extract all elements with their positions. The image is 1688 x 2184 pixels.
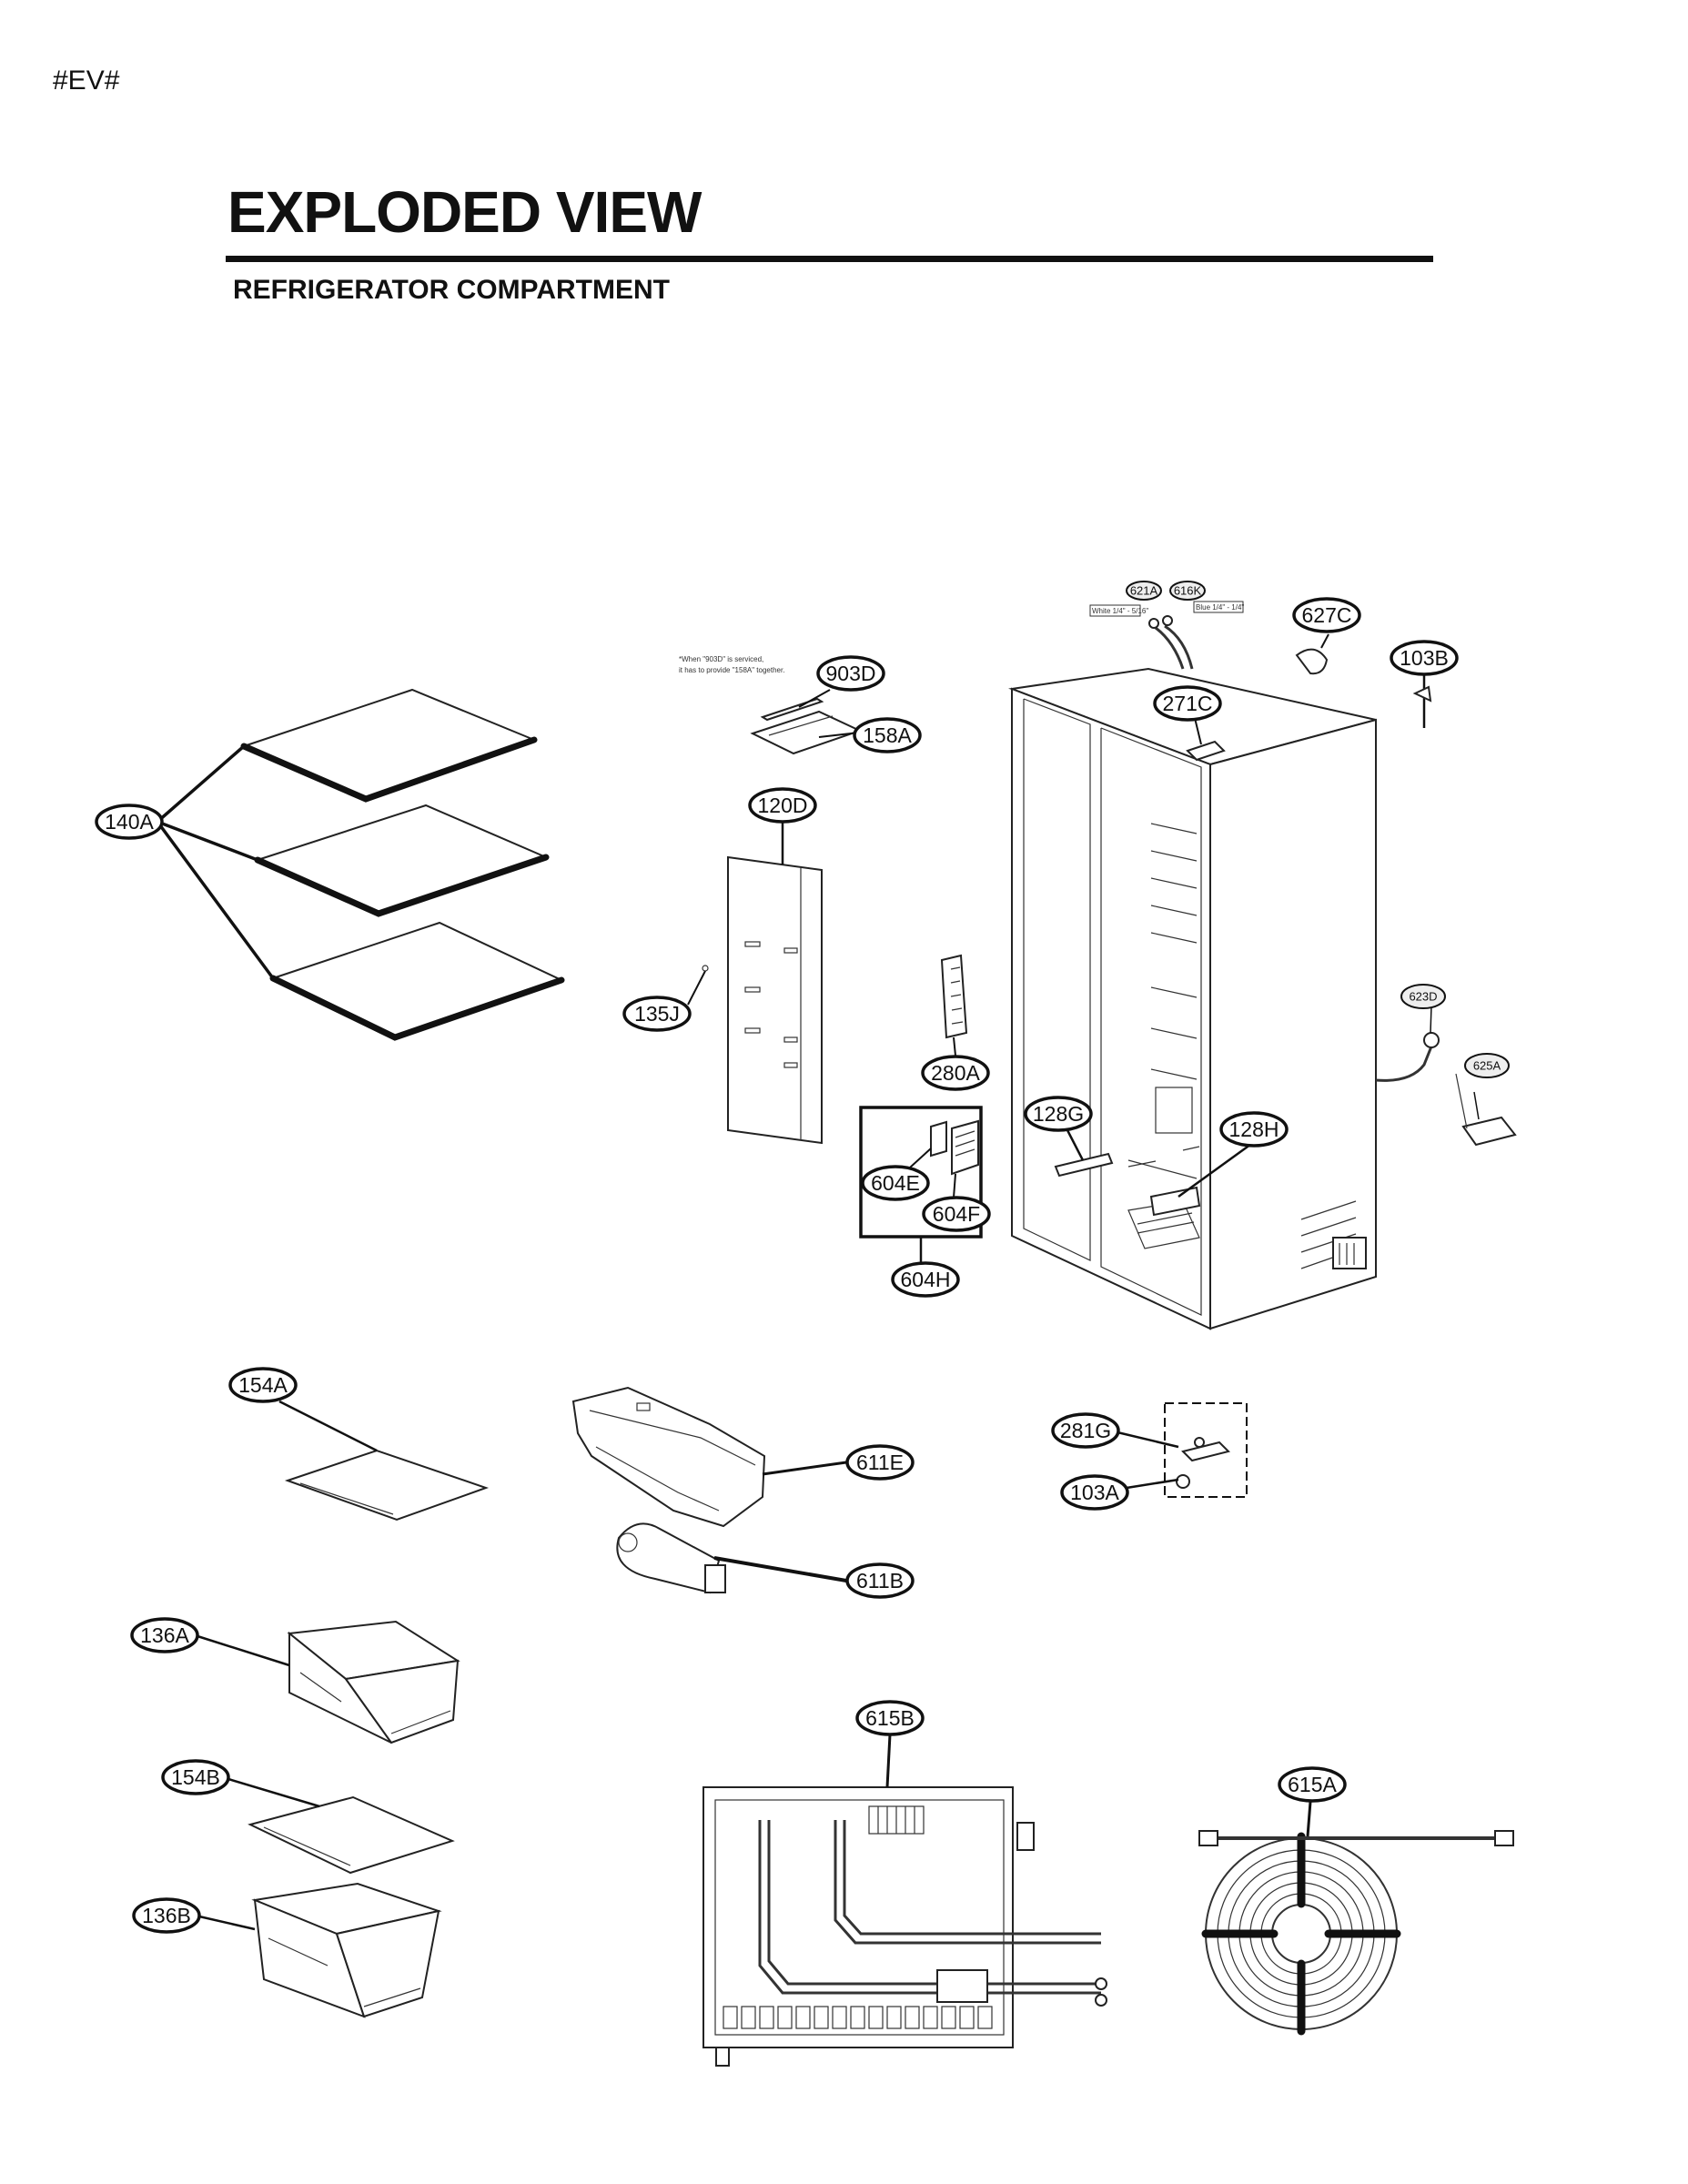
filter-housing-611E-drawing <box>571 1386 847 1528</box>
callout-604E: 604E <box>861 1165 930 1201</box>
leaders-cabinet <box>1065 1127 1255 1198</box>
leader-140A <box>156 744 275 980</box>
filter-611B-drawing <box>616 1522 847 1594</box>
svg-text:611E: 611E <box>856 1451 904 1474</box>
svg-text:158A: 158A <box>863 723 912 747</box>
callout-616K: 616K <box>1169 581 1206 601</box>
svg-text:128H: 128H <box>1229 1117 1279 1141</box>
rear-panel-120D-drawing <box>727 822 823 1145</box>
page-subtitle: REFRIGERATOR COMPARTMENT <box>233 275 670 305</box>
glass-shelves-drawing <box>240 688 565 1041</box>
svg-text:281G: 281G <box>1060 1419 1111 1442</box>
callout-615B: 615B <box>855 1700 925 1736</box>
tubes-621A-616K-drawing: White 1/4" - 5/16" Blue 1/4" - 1/4" <box>1089 601 1244 670</box>
filter-head-615B-slots <box>723 2006 993 2029</box>
svg-text:604H: 604H <box>901 1268 951 1291</box>
callout-604F: 604F <box>922 1196 991 1232</box>
cabinet-drawing <box>1008 667 1377 1330</box>
hinge-271C-drawing <box>1194 717 1202 745</box>
callout-280A: 280A <box>921 1055 990 1091</box>
svg-text:615B: 615B <box>865 1706 915 1730</box>
service-note-line1: *When "903D" is serviced, <box>679 655 763 663</box>
svg-text:627C: 627C <box>1302 603 1352 627</box>
callout-615A: 615A <box>1278 1766 1347 1803</box>
cover-154A-drawing <box>278 1400 490 1522</box>
screw-135J-drawing <box>687 965 709 1006</box>
svg-text:135J: 135J <box>634 1002 680 1026</box>
svg-text:136B: 136B <box>142 1904 191 1927</box>
svg-text:615A: 615A <box>1288 1773 1337 1796</box>
svg-text:103B: 103B <box>1400 646 1449 670</box>
cover-154B-drawing <box>227 1777 455 1875</box>
svg-text:903D: 903D <box>826 662 876 685</box>
svg-text:621A: 621A <box>1130 584 1158 598</box>
callout-611B: 611B <box>845 1562 915 1599</box>
callout-604H: 604H <box>891 1261 960 1298</box>
service-note-line2: it has to provide "158A" together. <box>679 666 784 674</box>
callout-158A: 158A <box>853 717 922 753</box>
page-title: EXPLODED VIEW <box>227 179 702 245</box>
callout-625A: 625A <box>1464 1053 1510 1078</box>
callout-103B: 103B <box>1390 640 1459 676</box>
callout-281G: 281G <box>1051 1412 1120 1449</box>
callout-611E: 611E <box>845 1444 915 1481</box>
module-625A-drawing <box>1455 1073 1517 1147</box>
svg-text:128G: 128G <box>1033 1102 1084 1126</box>
callout-621A: 621A <box>1126 581 1162 601</box>
drawer-136B-drawing <box>198 1882 442 2018</box>
svg-text:280A: 280A <box>931 1061 980 1085</box>
tube-blue-label: Blue 1/4" - 1/4" <box>1196 603 1244 612</box>
tube-white-label: White 1/4" - 5/16" <box>1092 607 1148 615</box>
svg-text:611B: 611B <box>856 1569 904 1592</box>
svg-text:120D: 120D <box>758 794 808 817</box>
document-tag: #EV# <box>53 66 120 96</box>
svg-text:140A: 140A <box>105 810 154 834</box>
callout-623D: 623D <box>1400 984 1446 1009</box>
callout-120D: 120D <box>748 787 817 824</box>
valve-623D-drawing <box>1375 1005 1440 1082</box>
svg-text:271C: 271C <box>1163 692 1213 715</box>
callout-136A: 136A <box>130 1617 199 1653</box>
callout-627C: 627C <box>1292 597 1361 633</box>
callout-271C: 271C <box>1153 685 1222 722</box>
crisper-136A-drawing <box>197 1620 460 1744</box>
clamp-627C-drawing <box>1295 633 1329 675</box>
svg-text:154B: 154B <box>171 1765 220 1789</box>
cover-903D-drawing <box>760 689 831 722</box>
callout-136B: 136B <box>132 1897 201 1934</box>
kit-604H-box <box>859 1106 983 1263</box>
callout-154B: 154B <box>161 1759 230 1795</box>
filter-head-615B-drawing <box>702 1734 1107 2067</box>
callout-128H: 128H <box>1219 1111 1289 1148</box>
svg-text:103A: 103A <box>1070 1481 1119 1504</box>
title-rule <box>226 256 1433 262</box>
svg-text:136A: 136A <box>140 1623 189 1647</box>
callout-135J: 135J <box>622 996 692 1032</box>
coil-615A-drawing <box>1198 1801 1514 2036</box>
callout-103A: 103A <box>1060 1474 1129 1511</box>
bolt-103B-drawing <box>1412 675 1432 728</box>
callout-903D: 903D <box>816 655 885 692</box>
callout-128G: 128G <box>1024 1096 1093 1132</box>
svg-text:623D: 623D <box>1409 990 1437 1004</box>
svg-text:604E: 604E <box>871 1171 920 1195</box>
svg-text:616K: 616K <box>1174 584 1202 598</box>
svg-text:625A: 625A <box>1473 1059 1501 1073</box>
callout-140A: 140A <box>95 804 164 840</box>
hinge-281G-drawing <box>1117 1402 1248 1498</box>
svg-text:154A: 154A <box>238 1373 288 1397</box>
control-280A-drawing <box>940 954 968 1057</box>
svg-text:604F: 604F <box>933 1202 980 1226</box>
callout-154A: 154A <box>228 1367 298 1403</box>
